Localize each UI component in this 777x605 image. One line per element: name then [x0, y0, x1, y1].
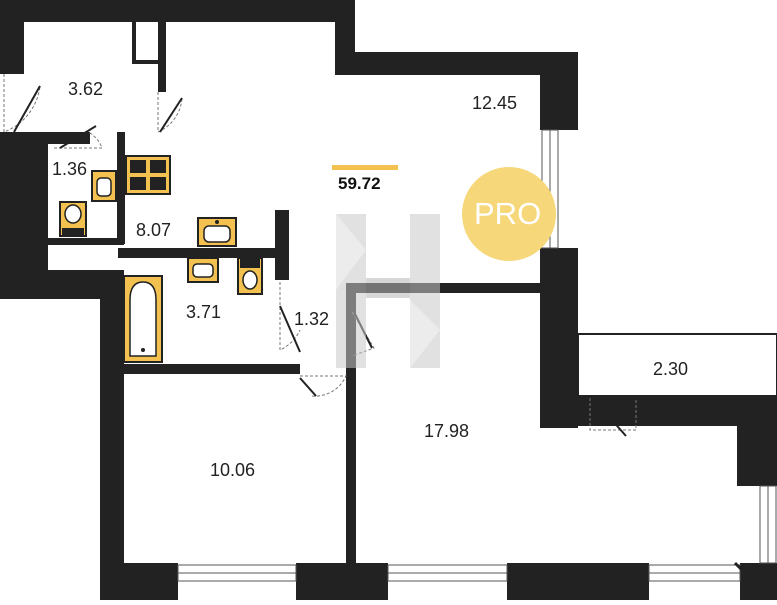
- wall-corridor-top: [346, 283, 546, 293]
- fixtures: [59, 155, 263, 363]
- bathtub-icon: [123, 275, 163, 363]
- stove-icon: [125, 155, 171, 195]
- wall-shaft-bottom: [132, 60, 162, 64]
- room-area-bedroom-large: 17.98: [424, 421, 470, 441]
- h-logo-facet-1: [336, 214, 366, 290]
- wall-hall-right: [158, 22, 166, 92]
- room-area-kitchen: 8.07: [136, 220, 172, 240]
- toilet-icon: [59, 201, 87, 237]
- room-area-bedroom-small: 10.06: [210, 460, 256, 480]
- door-bath-leaf: [279, 305, 301, 353]
- sink-icon: [197, 217, 237, 247]
- wall-bath-right-top: [275, 210, 289, 280]
- wall-right-upper: [540, 52, 578, 130]
- wall-hall-bottom: [24, 132, 90, 144]
- door-entrance-arc: [3, 74, 41, 133]
- wall-left-top: [0, 0, 24, 74]
- wall-bottom-4: [740, 563, 777, 600]
- door-bath-arc: [279, 282, 301, 351]
- door-bedroom-arc: [300, 375, 347, 397]
- wall-left-lower: [100, 270, 124, 600]
- room-area-wc: 1.36: [52, 159, 88, 179]
- h-logo-icon: [336, 214, 440, 368]
- wall-bottom-1: [100, 563, 178, 600]
- pro-badge-label: PRO: [474, 196, 542, 231]
- window-corner-diagonal: [733, 561, 767, 595]
- sink-icon: [187, 257, 219, 283]
- h-logo-cross: [366, 278, 410, 298]
- wall-bath-bottom: [118, 364, 300, 374]
- door-balcony-arc: [589, 398, 637, 431]
- room-area-balcony: 2.30: [653, 359, 689, 379]
- door-entrance-leaf: [13, 85, 41, 133]
- wall-bottom-3: [507, 563, 649, 600]
- room-area-living: 12.45: [472, 93, 518, 113]
- wall-right-lower: [737, 396, 777, 486]
- wall-top-left: [0, 0, 355, 22]
- h-logo-facet-2: [410, 300, 440, 368]
- doors: [3, 74, 637, 437]
- door-wc-arc: [54, 131, 103, 149]
- wall-bottom-2: [296, 563, 388, 600]
- balcony-outline: [577, 333, 777, 397]
- room-area-closet: 1.32: [294, 309, 330, 329]
- door-bedroom-leaf: [299, 377, 317, 397]
- door-hall-arc: [157, 92, 183, 133]
- wall-corridor-vert: [346, 283, 356, 563]
- total-area-underline: [332, 165, 398, 170]
- room-area-bathroom: 3.71: [186, 302, 222, 322]
- wall-wc-bottom: [48, 238, 124, 245]
- pro-badge: [462, 167, 556, 261]
- wall-wc-right: [117, 132, 125, 244]
- room-area-hall: 3.62: [68, 79, 104, 99]
- wall-bath-top: [118, 248, 288, 258]
- sink-icon: [91, 170, 117, 202]
- total-area: 59.72: [338, 174, 381, 193]
- door-balcony-leaf: [595, 401, 627, 437]
- wall-top-right: [335, 52, 578, 75]
- door-wc-leaf: [59, 125, 97, 149]
- toilet-icon: [237, 257, 263, 295]
- door-hall-leaf: [159, 97, 183, 133]
- wall-shaft-left: [132, 22, 136, 64]
